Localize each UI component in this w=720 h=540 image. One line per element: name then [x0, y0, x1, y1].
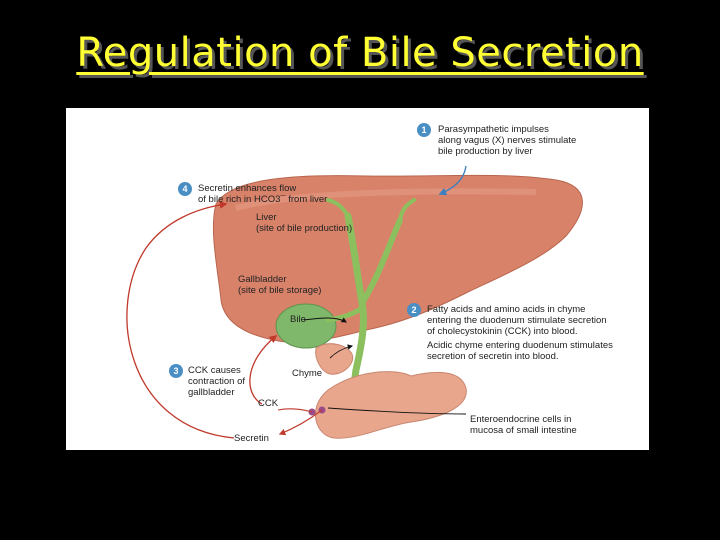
secretin-label: Secretin [234, 433, 269, 444]
gallbladder-label: Gallbladder (site of bile storage) [238, 274, 322, 296]
bile-regulation-illustration [126, 165, 583, 439]
gallbladder-shape [275, 303, 337, 349]
step-2-text: Fatty acids and amino acids in chyme ent… [427, 304, 613, 362]
secretin-arrow [126, 201, 235, 439]
step-4-text: Secretin enhances flow of bile rich in H… [198, 183, 328, 205]
step-badge-4: 4 [178, 182, 192, 196]
liver-label: Liver (site of bile production) [256, 212, 353, 234]
bile-leader [303, 317, 347, 323]
cck-arrow [249, 335, 278, 405]
enteroendocrine-leader [327, 407, 467, 415]
vagus-arrow [438, 165, 467, 196]
bile-label: Bile [290, 314, 306, 325]
step-badge-1: 1 [417, 123, 431, 137]
enteroendocrine-label: Enteroendocrine cells in mucosa of small… [470, 414, 577, 436]
duodenum-shape [315, 371, 467, 439]
step-badge-2: 2 [407, 303, 421, 317]
liver-shape [212, 174, 583, 343]
chyme-label: Chyme [292, 368, 323, 379]
step-badge-3: 3 [169, 364, 183, 378]
diagram-panel: 1 Parasympathetic impulses along vagus (… [66, 108, 649, 450]
step-3-text: CCK causes contraction of gallbladder [188, 365, 246, 398]
chyme-leader [329, 344, 354, 359]
cck-label: CCK [258, 398, 279, 409]
stomach-shape [315, 343, 354, 375]
page-title: Regulation of Bile Secretion [76, 30, 644, 76]
step-1-text: Parasympathetic impulses along vagus (X)… [438, 124, 577, 157]
